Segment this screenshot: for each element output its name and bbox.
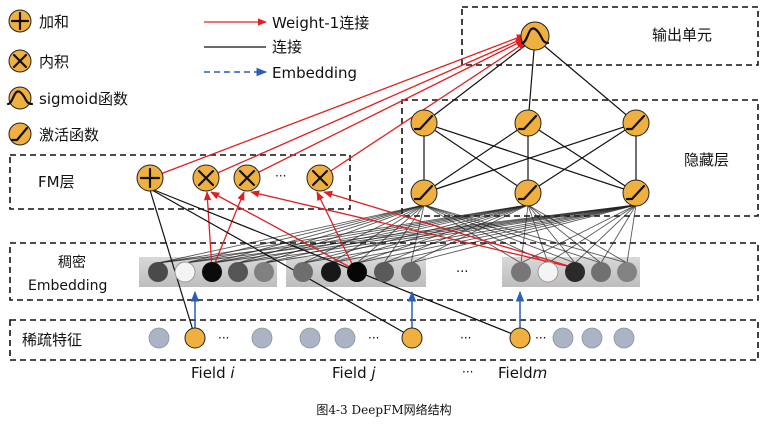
- field-j-label: Field j: [332, 364, 376, 382]
- legend: 加和 内积 sigmoid函数 激活函数 Weight-1连接 连接 Embed…: [6, 9, 369, 146]
- embedding-hidden-link: [356, 204, 529, 264]
- sum-connections: [149, 189, 521, 338]
- legend-inner-product-label: 内积: [39, 53, 69, 71]
- output-sigmoid-node: [520, 21, 550, 51]
- embedding-hidden-link: [423, 204, 628, 264]
- output-layer-label: 输出单元: [652, 26, 712, 44]
- legend-sum-label: 加和: [39, 13, 69, 31]
- embedding-hidden-link: [410, 204, 425, 264]
- embedding-nodes: [148, 261, 637, 283]
- embedding-hidden-link: [423, 204, 576, 264]
- embedding-hidden-link: [157, 204, 425, 264]
- field-i-label: Field i: [191, 364, 235, 382]
- fm-ellipsis: ···: [275, 169, 286, 183]
- embedding-hidden-link: [383, 204, 529, 264]
- figure-caption: 图4-3 DeepFM网络结构: [316, 402, 451, 417]
- embedding-hidden-link: [263, 204, 637, 264]
- embedding-hidden-link: [527, 204, 628, 264]
- embedding-hidden-link: [383, 204, 425, 264]
- fm-layer-box: [9, 154, 351, 210]
- sigmoid-icon: [6, 86, 34, 110]
- embedding-hidden-link: [211, 204, 425, 264]
- legend-embedding-edge-label: Embedding: [272, 64, 357, 82]
- hidden-node-top-2: [514, 109, 542, 137]
- hidden-node-bottom-1: [410, 179, 438, 207]
- embedding-hidden-link: [410, 204, 637, 264]
- hidden-node-bottom-2: [514, 179, 542, 207]
- embedding-ellipsis: ···: [456, 265, 468, 280]
- field-ellipsis: ···: [462, 365, 473, 379]
- fm-inner-product-node-2: [233, 164, 261, 192]
- embedding-hidden-link: [626, 204, 637, 264]
- embedding-hidden-link: [237, 204, 425, 264]
- embedding-hidden-link: [574, 204, 637, 264]
- embedding-hidden-link: [423, 204, 602, 264]
- inner-product-icon: [8, 49, 32, 73]
- embedding-hidden-link: [237, 204, 529, 264]
- sparse-layer-label: 稀疏特征: [22, 331, 82, 349]
- sparse-ellipsis-1: ···: [218, 331, 229, 345]
- sparse-ellipsis-3: ···: [460, 331, 471, 345]
- sparse-ellipsis-2: ···: [368, 331, 379, 345]
- dense-embedding-box: [9, 242, 759, 301]
- embedding-hidden-link: [211, 204, 529, 264]
- embedding-hidden-link: [527, 204, 602, 264]
- fm-sum-node: [136, 164, 164, 192]
- sparse-nodes: [148, 327, 635, 349]
- embedding-arrows: [190, 290, 525, 328]
- embedding-hidden-link: [547, 204, 637, 264]
- embedding-hidden-link: [356, 204, 425, 264]
- sum-icon: [8, 9, 32, 33]
- fm-inner-product-node-3: [306, 164, 334, 192]
- hidden-layer-label: 隐藏层: [684, 151, 729, 169]
- embedding-hidden-link: [600, 204, 637, 264]
- hidden-node-bottom-3: [622, 179, 650, 207]
- output-layer-box: [461, 6, 759, 66]
- embedding-hidden-link: [184, 204, 637, 264]
- field-m-label: Fieldm: [498, 364, 547, 382]
- hidden-node-top-1: [410, 109, 438, 137]
- legend-edge-label: 连接: [272, 38, 302, 56]
- sparse-ellipsis-4: ···: [535, 331, 546, 345]
- legend-activation-label: 激活函数: [39, 126, 99, 144]
- embedding-hidden-link: [330, 204, 637, 264]
- legend-weight-edge-label: Weight-1连接: [272, 14, 369, 32]
- dense-label-line1: 稠密: [58, 254, 86, 271]
- dense-label-line2: Embedding: [28, 278, 107, 294]
- embedding-hidden-link: [356, 204, 637, 264]
- hidden-node-top-3: [622, 109, 650, 137]
- embedding-hidden-link: [184, 204, 425, 264]
- embedding-hidden-link: [383, 204, 637, 264]
- embedding-hidden-link: [211, 204, 637, 264]
- embedding-hidden-link: [302, 204, 529, 264]
- embedding-hidden-link: [410, 204, 529, 264]
- embedding-hidden-link: [527, 204, 576, 264]
- embedding-hidden-link: [184, 204, 529, 264]
- hidden-connections: [423, 37, 637, 194]
- fm-layer-label: FM层: [38, 173, 75, 191]
- hidden-layer-nodes: [410, 109, 650, 207]
- embedding-hidden-link: [527, 204, 549, 264]
- legend-sigmoid-label: sigmoid函数: [39, 90, 128, 108]
- embedding-hidden-link: [520, 204, 637, 264]
- sparse-feature-box: [9, 319, 759, 361]
- fm-inner-product-node-1: [192, 164, 220, 192]
- activation-icon: [8, 122, 32, 146]
- embedding-hidden-link: [423, 204, 522, 264]
- embedding-hidden-link: [237, 204, 637, 264]
- embedding-hidden-link: [263, 204, 529, 264]
